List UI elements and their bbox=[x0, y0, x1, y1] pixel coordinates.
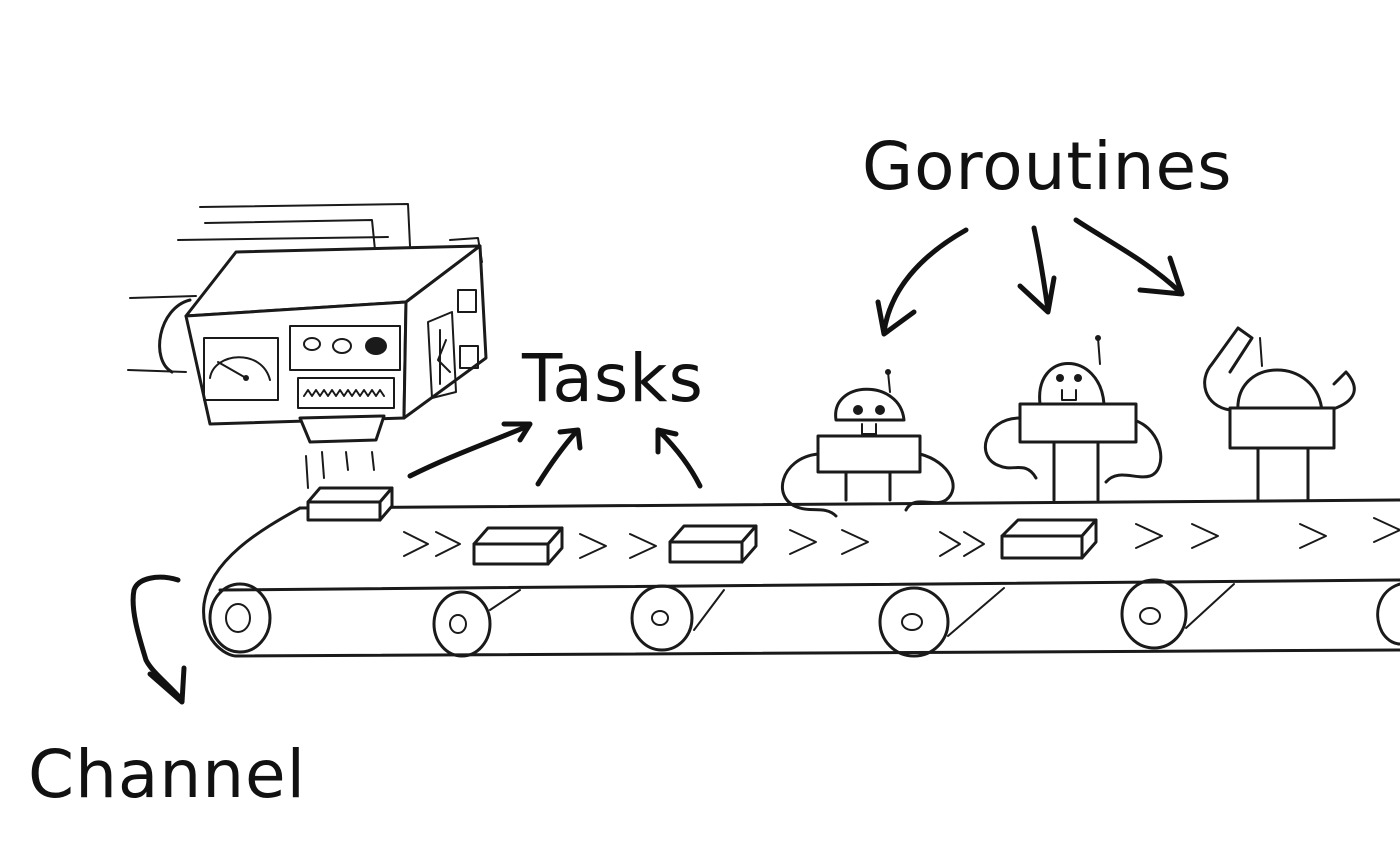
task-box bbox=[306, 486, 394, 522]
roller bbox=[208, 582, 272, 654]
roller bbox=[1376, 582, 1400, 646]
goroutine-robot bbox=[1203, 326, 1356, 502]
channel-label: Channel bbox=[28, 736, 306, 813]
channel-arrow bbox=[130, 574, 187, 705]
tasks-arrows bbox=[407, 421, 703, 489]
roller bbox=[630, 584, 725, 652]
roller bbox=[878, 586, 1005, 658]
goroutine-robot bbox=[781, 369, 955, 518]
goroutines-label: Goroutines bbox=[862, 128, 1233, 205]
goroutine-robot bbox=[983, 335, 1163, 502]
conveyor-belt bbox=[202, 498, 1400, 658]
roller bbox=[1120, 578, 1235, 650]
tasks-label: Tasks bbox=[522, 340, 704, 417]
task-box bbox=[668, 524, 758, 564]
task-box bbox=[1000, 518, 1098, 560]
task-box bbox=[472, 526, 564, 566]
roller bbox=[432, 589, 521, 658]
task-producer-machine bbox=[127, 203, 488, 489]
goroutines-arrows bbox=[875, 217, 1185, 337]
